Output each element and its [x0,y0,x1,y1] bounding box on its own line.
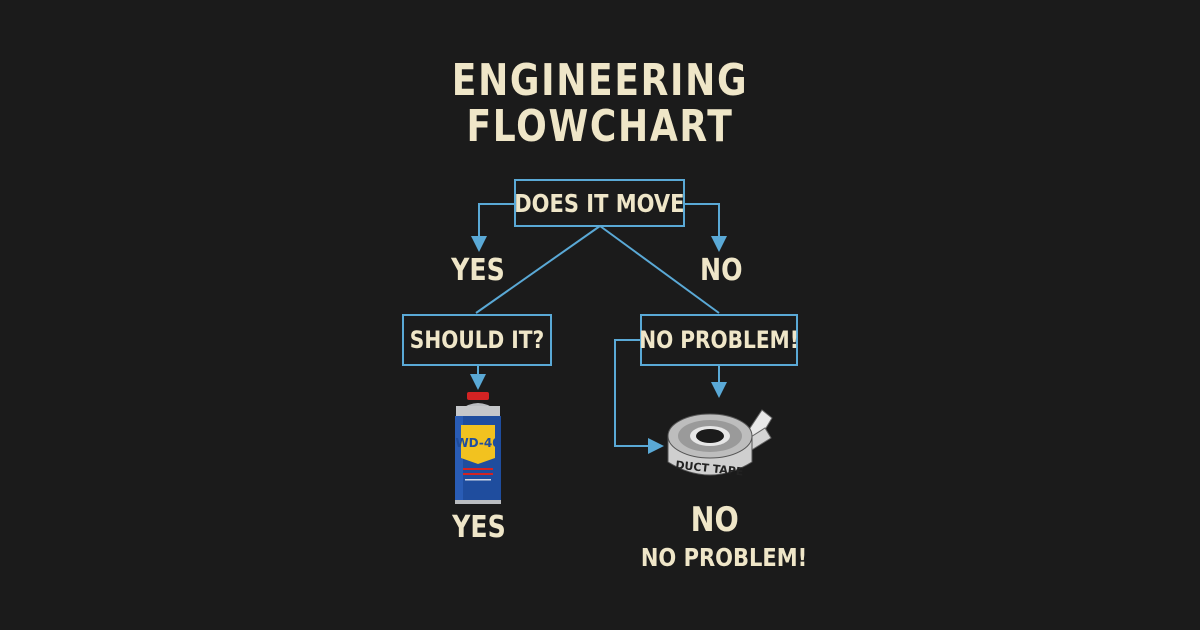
title-line-2: FLOWCHART [466,101,734,152]
connector-root-to-no [684,203,727,252]
caption-wd40-yes: YES [452,510,506,545]
connector-root-to-should-it [475,225,601,314]
connector-root-to-no-problem [599,225,720,314]
node-does-it-move: DOES IT MOVE [514,179,685,227]
node-should-it: SHOULD IT? [402,314,552,366]
caption-tape-no: NO [690,500,740,540]
label-no-branch: NO [699,253,743,288]
label-yes-branch: YES [451,253,505,288]
connector-root-to-yes [471,203,514,252]
node-no-problem: NO PROBLEM! [639,314,799,366]
connector-no-problem-loop-to-tape [614,339,664,454]
caption-tape-no-problem: NO PROBLEM! [640,543,808,572]
title-line-1: ENGINEERING [451,55,749,106]
node-does-it-move-label: DOES IT MOVE [514,188,685,218]
wd40-brand-text: WD-40 [455,436,500,450]
node-should-it-label: SHOULD IT? [409,326,545,354]
node-no-problem-label: NO PROBLEM! [639,326,799,354]
